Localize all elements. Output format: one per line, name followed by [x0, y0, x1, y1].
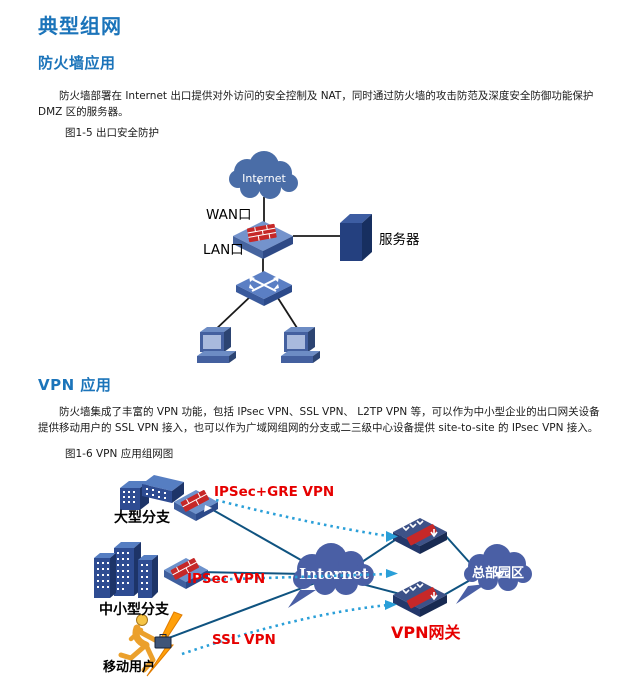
- ipsec-gre-vpn-label: IPSec+GRE VPN: [214, 484, 335, 500]
- vpn-tunnel-arrows: [181, 498, 389, 656]
- figure-1-6-caption: 图1-6 VPN 应用组网图: [65, 448, 174, 460]
- vpn-gateway-icon: [392, 580, 448, 618]
- medium-branch-label: 中小型分支: [99, 602, 169, 618]
- fig1-internet-label: Internet: [242, 172, 286, 185]
- figure-1-5-caption: 图1-5 出口安全防护: [65, 127, 159, 139]
- vpn-gateway-label: VPN网关: [391, 623, 461, 642]
- hq-cloud-icon: 总部园区: [456, 544, 532, 604]
- server-label: 服务器: [379, 232, 420, 248]
- hq-label: 总部园区: [472, 565, 524, 581]
- vpn-section-heading: VPN 应用: [38, 376, 112, 394]
- building-large-icon: [120, 475, 184, 510]
- mobile-user-label: 移动用户: [103, 660, 156, 675]
- figure-1-6-diagram: Internet 总部园区: [94, 475, 532, 677]
- pc-icon: [281, 327, 320, 363]
- fig2-internet-cloud-icon: Internet: [288, 543, 374, 608]
- firewall-icon: [233, 221, 293, 259]
- pc-icon: [197, 327, 236, 363]
- page-title: 典型组网: [38, 14, 122, 38]
- vpn-gateway-icon: [392, 517, 448, 555]
- lan-port-label: LAN口: [203, 242, 244, 258]
- mobile-user-icon: [118, 614, 172, 673]
- vpn-section-paragraph: 防火墙集成了丰富的 VPN 功能，包括 IPsec VPN、SSL VPN、 L…: [38, 406, 600, 434]
- ipsec-vpn-label: IPSec VPN: [187, 571, 266, 587]
- internet-cloud-icon: Internet: [229, 151, 298, 199]
- figure-1-5-diagram: Internet: [197, 151, 372, 363]
- vpn-tunnel-arrowheads: [385, 531, 398, 610]
- ssl-vpn-label: SSL VPN: [212, 632, 276, 648]
- server-icon: [340, 214, 372, 261]
- fig2-link-lines: [157, 505, 473, 643]
- building-medium-icon: [94, 542, 158, 598]
- firewall-section-heading: 防火墙应用: [38, 54, 116, 72]
- firewall-section-paragraph: 防火墙部署在 Internet 出口提供对外访问的安全控制及 NAT，同时通过防…: [38, 90, 594, 118]
- fig2-internet-label: Internet: [299, 565, 369, 583]
- switch-icon: [236, 271, 292, 306]
- wan-port-label: WAN口: [206, 207, 252, 223]
- large-branch-label: 大型分支: [114, 510, 170, 526]
